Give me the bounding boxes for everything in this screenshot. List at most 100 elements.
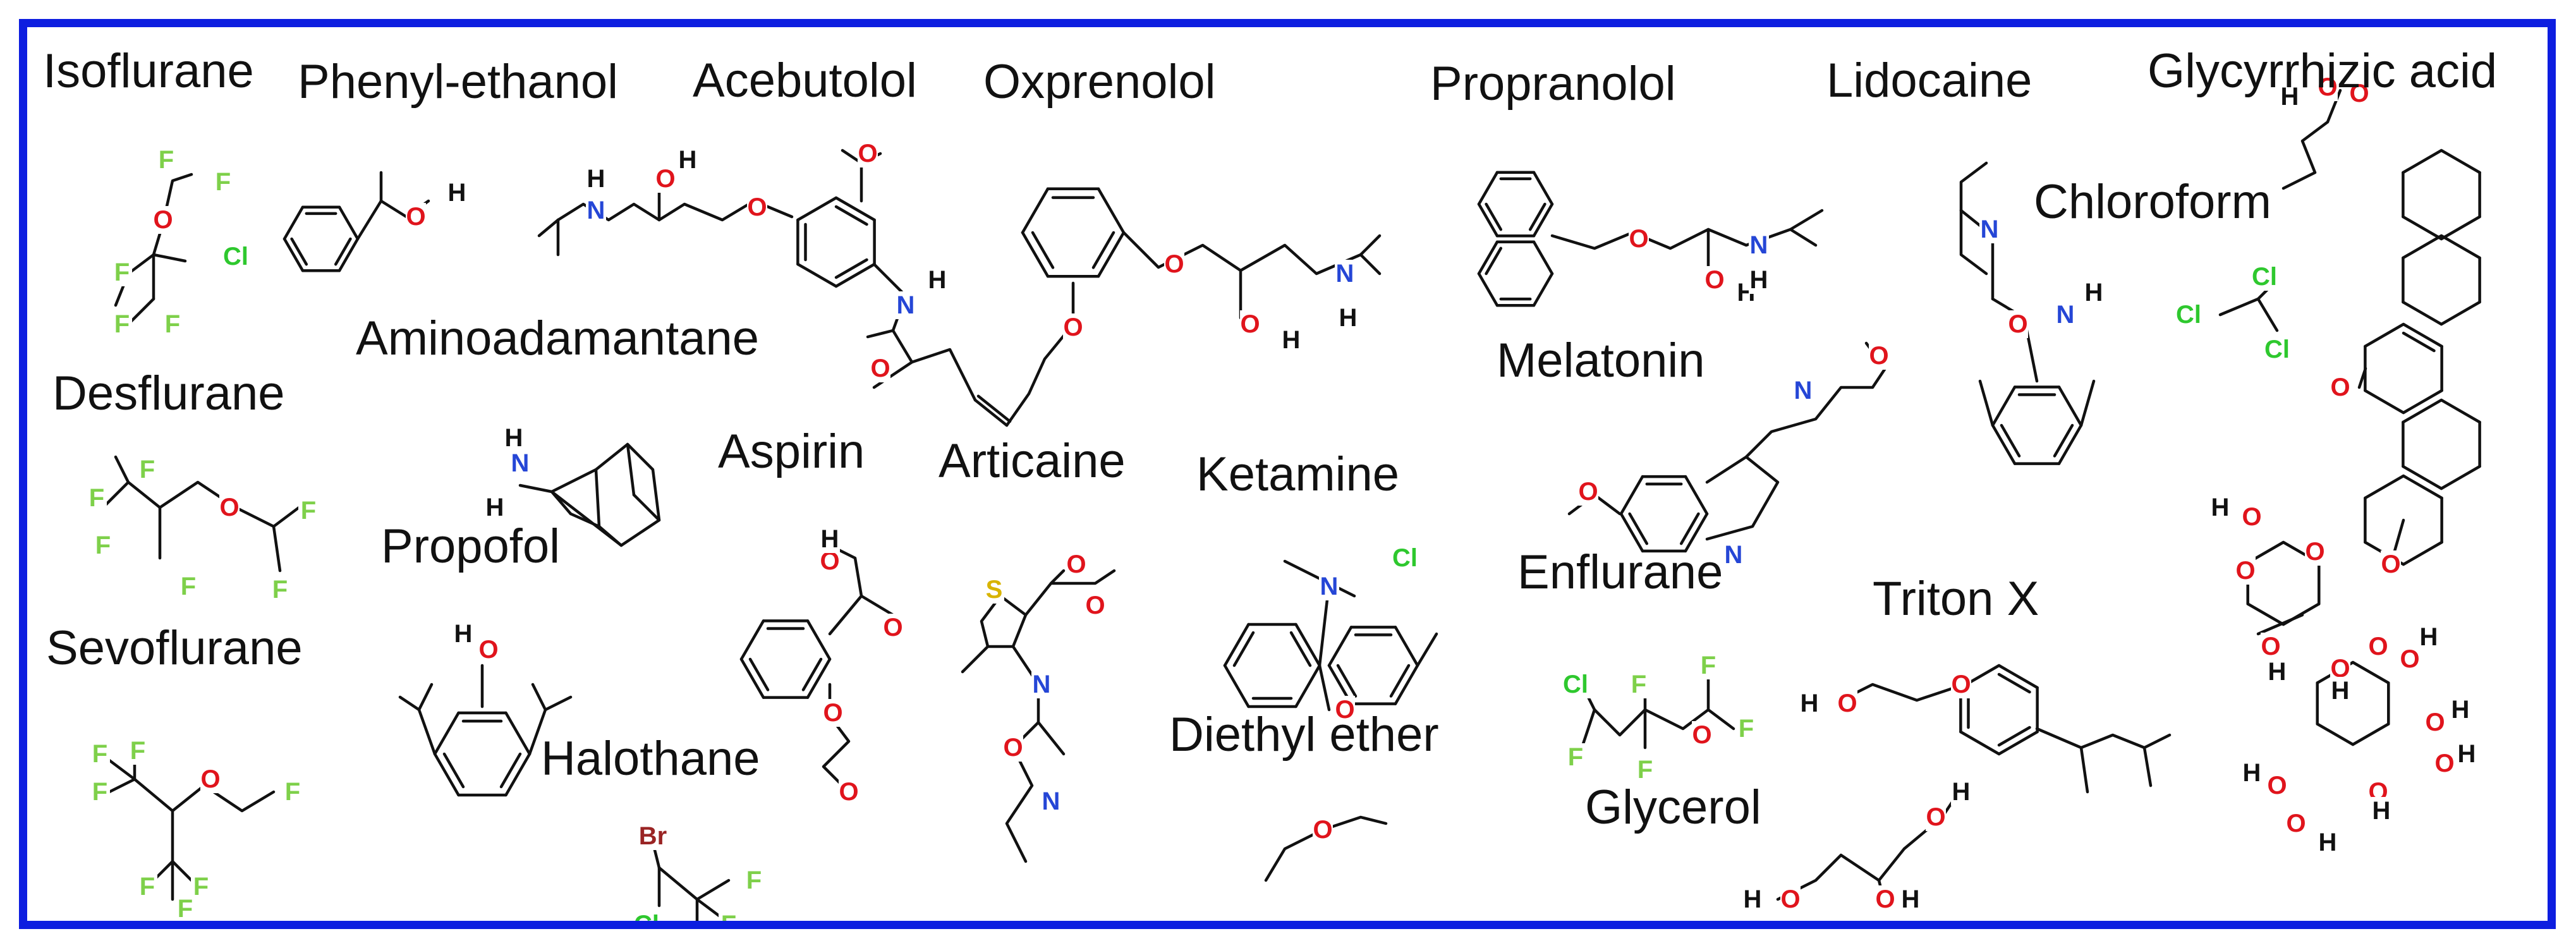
halothane-structure	[651, 841, 731, 921]
bond	[499, 752, 522, 789]
bond	[1959, 161, 1988, 212]
atom-n: N	[2057, 301, 2075, 329]
tritonx-structure	[1839, 664, 2172, 794]
atom-o: O	[2349, 80, 2369, 107]
atom-f: F	[89, 484, 104, 512]
bond	[1477, 202, 1499, 238]
atom-f: F	[114, 310, 130, 338]
atom-mask	[839, 778, 859, 806]
bond	[1223, 623, 1250, 667]
bond	[594, 468, 601, 528]
atom-mask	[823, 699, 843, 727]
atom-mask	[162, 310, 183, 338]
atom-h: H	[821, 525, 839, 553]
bond	[1318, 664, 1331, 712]
atom-f: F	[285, 778, 300, 806]
bond	[283, 237, 305, 272]
atom-f: F	[301, 497, 316, 525]
atom-h: H	[2319, 829, 2337, 856]
atom-f: F	[216, 168, 231, 196]
atom-mask	[1031, 671, 1052, 698]
atom-o: O	[2330, 374, 2350, 401]
atom-mask	[858, 140, 878, 167]
atom-mask	[2371, 797, 2391, 825]
isoflurane-structure	[114, 173, 193, 326]
label-halothane: Halothane	[541, 732, 760, 786]
atom-mask	[896, 291, 916, 319]
bond	[2439, 465, 2481, 490]
atom-mask	[1749, 266, 1769, 294]
bond	[2079, 379, 2096, 427]
atom-o: O	[2400, 645, 2419, 673]
atom-mask	[1837, 690, 1857, 717]
atom-f: F	[1631, 671, 1646, 698]
atom-o: O	[858, 140, 877, 167]
atom-n: N	[1794, 377, 1813, 404]
bond	[2402, 234, 2443, 260]
bond	[1959, 730, 2001, 756]
bond	[1049, 569, 1066, 585]
atom-mask	[1387, 544, 1423, 572]
label-diethyl-ether: Diethyl ether	[1169, 708, 1439, 762]
atom-f: F	[95, 532, 111, 559]
bond	[1485, 246, 1503, 276]
atom-o: O	[870, 355, 890, 382]
bond	[1416, 632, 1438, 667]
atom-mask	[1900, 885, 1921, 913]
atom-mask	[90, 740, 110, 768]
atom-mask	[2349, 80, 2369, 107]
bond	[433, 752, 460, 797]
atom-f: F	[272, 576, 288, 604]
atom-mask	[2210, 494, 2230, 521]
atom-h: H	[1801, 690, 1819, 717]
atom-mask	[586, 165, 606, 193]
atom-cl: Cl	[2176, 301, 2201, 329]
label-propranolol: Propranolol	[1430, 57, 1676, 111]
lidocaine-structure	[1959, 161, 2096, 465]
atom-mask	[1692, 721, 1712, 749]
label-aspirin: Aspirin	[718, 425, 865, 478]
atom-o: O	[883, 614, 902, 641]
bond	[976, 394, 1012, 423]
atom-cl: Cl	[634, 911, 659, 921]
atom-mask	[1869, 342, 1889, 370]
bond	[2316, 722, 2355, 746]
atom-mask	[1951, 671, 1971, 698]
atom-mask	[2318, 829, 2338, 856]
atom-mask	[1003, 734, 1023, 762]
bond	[1684, 475, 1709, 516]
bond	[398, 695, 421, 712]
atom-mask	[2330, 374, 2350, 401]
label-sevoflurane: Sevoflurane	[46, 621, 303, 675]
aminoadamantane-structure	[518, 442, 661, 547]
atom-f: F	[1568, 743, 1583, 771]
bond	[860, 594, 895, 617]
atom-o: O	[2242, 503, 2261, 531]
label-aminoadamantane: Aminoadamantane	[356, 312, 759, 365]
atom-f: F	[1637, 756, 1653, 784]
atom-mask	[1063, 313, 1083, 341]
bond	[544, 695, 573, 712]
bond	[2439, 215, 2481, 241]
bond	[1997, 726, 2031, 747]
atom-mask	[2457, 740, 2477, 768]
bond	[1684, 512, 1709, 553]
atom-mask	[1164, 250, 1184, 278]
atom-mask	[820, 525, 840, 553]
atom-mask	[747, 193, 767, 221]
bond	[2364, 322, 2405, 348]
atom-mask	[1926, 803, 1946, 831]
bond	[2402, 322, 2443, 348]
atom-mask	[1085, 592, 1105, 619]
atom-mask	[1335, 260, 1355, 288]
bond	[1532, 202, 1554, 238]
atom-cl: Cl	[2264, 336, 2290, 363]
bond	[569, 512, 601, 528]
bond	[1477, 272, 1499, 307]
atom-mask	[2055, 301, 2075, 329]
atom-mask	[883, 614, 903, 641]
bond	[2256, 613, 2304, 636]
atom-h: H	[2243, 759, 2261, 787]
atom-f: F	[140, 873, 155, 901]
